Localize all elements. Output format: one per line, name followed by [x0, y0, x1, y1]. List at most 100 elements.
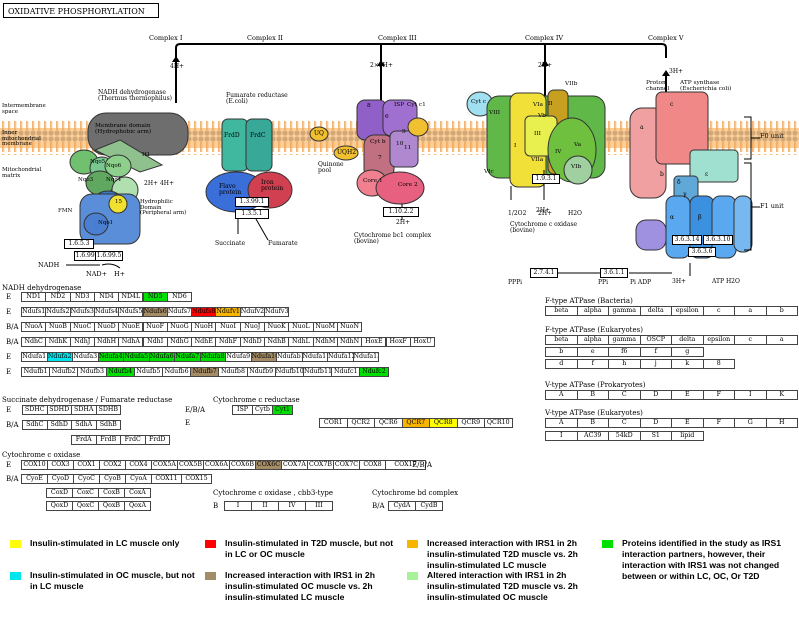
gene-box[interactable]: NuoJ [239, 322, 265, 332]
gene-box[interactable]: b [545, 347, 578, 357]
gene-box[interactable]: Ndufs6 [142, 307, 168, 317]
gene-box[interactable]: NdhJ [69, 337, 95, 347]
gene-box[interactable]: SdhD [46, 420, 72, 430]
ec-box[interactable]: 3.6.3.14 [672, 235, 702, 245]
gene-box[interactable]: H [765, 418, 798, 428]
gene-box[interactable]: COX1 [73, 460, 100, 470]
gene-box[interactable]: CoxC [72, 488, 99, 498]
gene-box[interactable]: NuoL [288, 322, 314, 332]
gene-box[interactable]: NuoK [264, 322, 290, 332]
gene-box[interactable]: CyoE [21, 474, 48, 484]
gene-box[interactable]: lipid [671, 431, 704, 441]
gene-box[interactable]: NuoN [336, 322, 363, 332]
gene-box[interactable]: delta [639, 306, 672, 316]
gene-box[interactable]: CyoB [99, 474, 126, 484]
gene-box[interactable]: CydA [388, 501, 416, 511]
ec-box[interactable]: 2.7.4.1 [530, 268, 558, 278]
gene-box[interactable]: COX7B [307, 460, 334, 470]
gene-box[interactable]: AC39 [576, 431, 609, 441]
gene-box[interactable]: COX11 [151, 474, 182, 484]
gene-box[interactable]: f6 [608, 347, 641, 357]
gene-box[interactable]: ND5 [142, 292, 168, 302]
gene-box[interactable]: NuoM [312, 322, 338, 332]
gene-box[interactable]: Ndufs7 [166, 307, 193, 317]
gene-box[interactable]: NdhM [312, 337, 338, 347]
gene-box[interactable]: f [576, 359, 609, 369]
gene-box[interactable]: NdhB [264, 337, 290, 347]
gene-box[interactable]: III [305, 501, 333, 511]
gene-box[interactable]: CyoC [73, 474, 100, 484]
gene-box[interactable]: NuoB [45, 322, 71, 332]
gene-box[interactable]: COX15 [181, 474, 212, 484]
gene-box[interactable]: COX5A [151, 460, 178, 470]
gene-box[interactable]: ND1 [21, 292, 47, 302]
gene-box[interactable]: Ndufb2 [49, 367, 79, 377]
ec-box[interactable]: 1.3.99.1 [235, 197, 269, 207]
gene-box[interactable]: g [671, 347, 704, 357]
gene-box[interactable]: e [576, 347, 609, 357]
gene-box[interactable]: d [545, 359, 578, 369]
gene-box[interactable]: COX10 [21, 460, 48, 470]
ec-box[interactable]: 1.3.5.1 [235, 209, 269, 219]
gene-box[interactable]: OSCP [639, 335, 672, 345]
gene-box[interactable]: II [251, 501, 279, 511]
gene-box[interactable]: NuoC [69, 322, 95, 332]
ec-box[interactable]: 3.6.3.10 [703, 235, 733, 245]
gene-box[interactable]: c [734, 335, 767, 345]
gene-box[interactable]: Ndufb10 [274, 367, 304, 377]
gene-box[interactable]: Ndufb11 [303, 367, 333, 377]
gene-box[interactable]: c [702, 306, 735, 316]
gene-box[interactable]: FrdB [95, 435, 121, 445]
gene-box[interactable]: D [639, 390, 672, 400]
gene-box[interactable]: COX6A [203, 460, 230, 470]
gene-box[interactable]: QoxA [124, 501, 151, 511]
gene-box[interactable]: CoxA [124, 488, 151, 498]
gene-box[interactable]: F [702, 390, 735, 400]
gene-box[interactable]: COX5B [177, 460, 204, 470]
gene-box[interactable]: CydB [415, 501, 443, 511]
gene-box[interactable]: Ndufb5 [133, 367, 163, 377]
gene-box[interactable]: E [671, 418, 704, 428]
gene-box[interactable]: B [576, 390, 609, 400]
gene-box[interactable]: A [545, 418, 578, 428]
gene-box[interactable]: Ndufa3 [72, 352, 99, 362]
gene-box[interactable]: beta [545, 306, 578, 316]
gene-box[interactable]: gamma [608, 335, 641, 345]
gene-box[interactable]: Ndufc1 [331, 367, 361, 377]
gene-box[interactable]: Ndufa10 [250, 352, 277, 362]
gene-box[interactable]: COX7C [333, 460, 360, 470]
gene-box[interactable]: NdhI [142, 337, 168, 347]
gene-box[interactable]: SDHC [22, 405, 48, 415]
gene-box[interactable]: NdhF [215, 337, 241, 347]
gene-box[interactable]: COX8 [359, 460, 386, 470]
gene-box[interactable]: k [671, 359, 704, 369]
gene-box[interactable]: gamma [608, 306, 641, 316]
gene-box[interactable]: ND3 [69, 292, 95, 302]
gene-box[interactable]: Ndufa7 [174, 352, 201, 362]
gene-box[interactable]: QCR8 [429, 418, 458, 428]
gene-box[interactable]: E [671, 390, 704, 400]
gene-box[interactable]: NuoI [215, 322, 241, 332]
gene-box[interactable]: CyoD [47, 474, 74, 484]
gene-box[interactable]: QoxB [98, 501, 125, 511]
gene-box[interactable]: NuoH [191, 322, 217, 332]
gene-box[interactable]: Ndufs8 [191, 307, 217, 317]
gene-box[interactable]: Ndufv2 [239, 307, 265, 317]
gene-box[interactable]: Ndufa5 [123, 352, 150, 362]
gene-box[interactable]: NdhA [118, 337, 144, 347]
gene-box[interactable]: COX6C [255, 460, 282, 470]
gene-box[interactable]: NdhG [166, 337, 193, 347]
gene-box[interactable]: Ndufa12 [327, 352, 354, 362]
gene-box[interactable]: NdhC [21, 337, 47, 347]
gene-box[interactable]: HoxU [409, 337, 436, 347]
gene-box[interactable]: A [545, 390, 578, 400]
gene-box[interactable]: NdhH [93, 337, 120, 347]
gene-box[interactable]: COX7A [281, 460, 308, 470]
gene-box[interactable]: I [224, 501, 252, 511]
gene-box[interactable]: NuoA [21, 322, 47, 332]
gene-box[interactable]: C [608, 390, 641, 400]
gene-box[interactable]: SdhB [95, 420, 121, 430]
gene-box[interactable]: b [765, 306, 798, 316]
gene-box[interactable]: COR1 [319, 418, 348, 428]
ec-box[interactable]: 1.10.2.2 [383, 207, 419, 217]
